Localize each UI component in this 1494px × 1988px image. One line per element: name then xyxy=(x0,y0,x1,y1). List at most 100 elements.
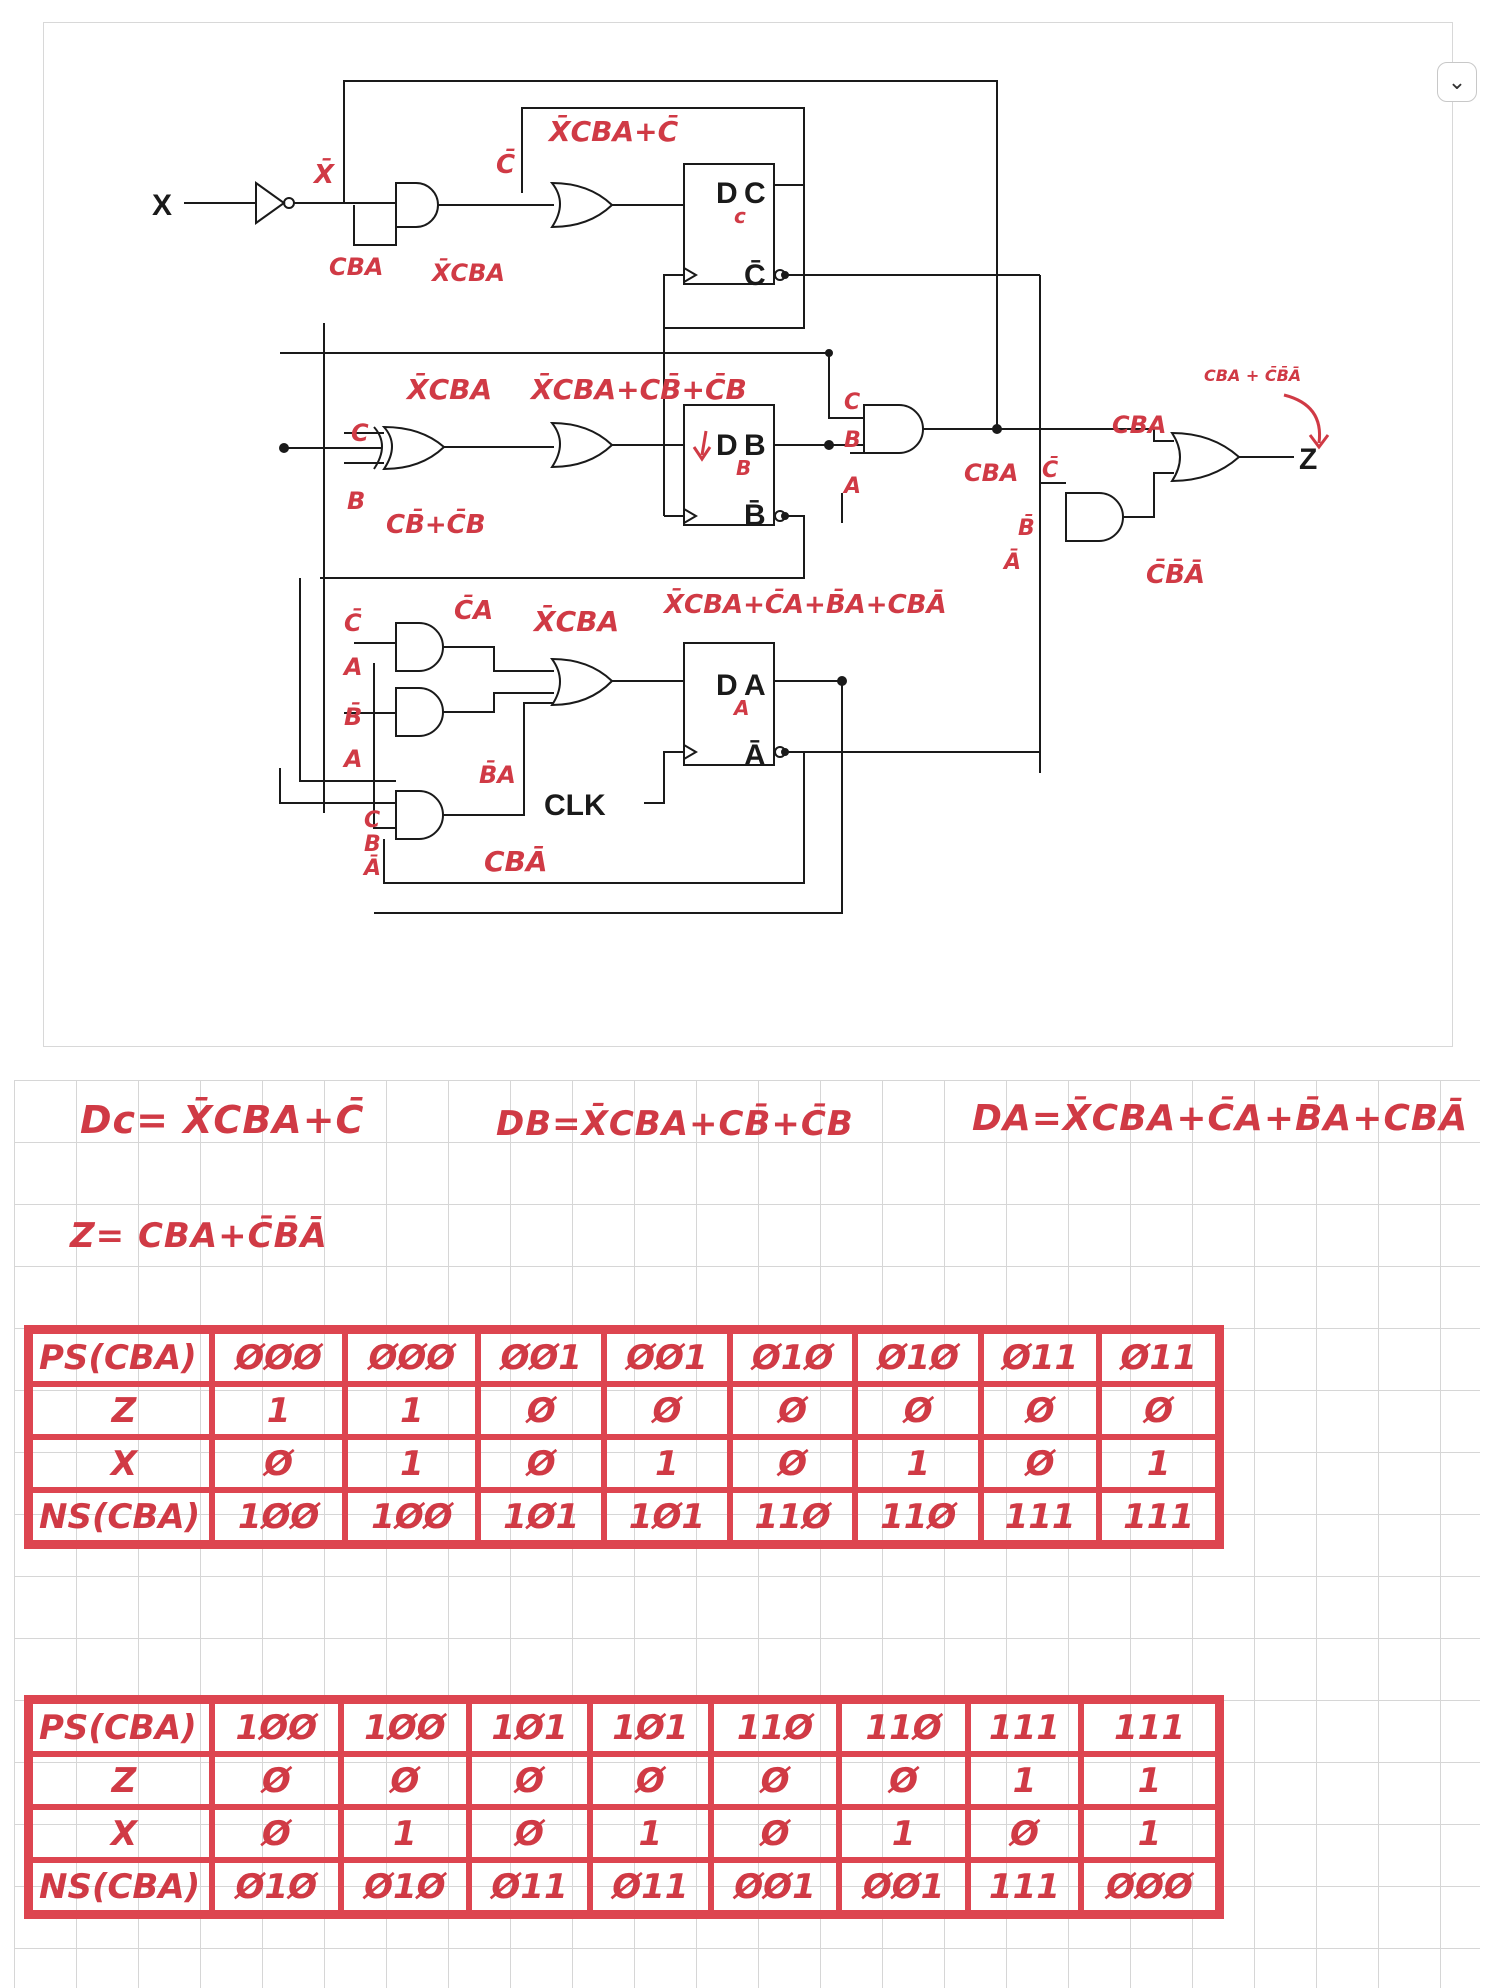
table-cell: 1 xyxy=(586,1804,714,1863)
wire xyxy=(299,578,396,782)
table-cell: ØØ1 xyxy=(836,1857,971,1918)
and-z2-in1: C̄ xyxy=(1042,457,1058,483)
table-cell: Ø11 xyxy=(466,1857,593,1918)
row-header-cell: X xyxy=(25,1434,215,1493)
table-cell: Ø xyxy=(208,1434,349,1493)
circuit-diagram: X D C C̄ D B B̄ D A Ā CLK Z c B A X̄ CBA… xyxy=(152,80,1330,914)
table-cell: Ø1Ø xyxy=(852,1326,985,1387)
table-cell: Ø xyxy=(852,1381,985,1440)
chevron-down-icon: ⌄ xyxy=(1447,69,1467,94)
table-cell: Ø xyxy=(978,1434,1103,1493)
junction xyxy=(825,349,833,357)
arrow-annotation xyxy=(1283,393,1322,444)
ffc-d-sub: c xyxy=(734,204,746,228)
arrow-annotation xyxy=(700,430,708,456)
clock-triangle xyxy=(683,267,698,283)
table-cell: 11Ø xyxy=(707,1696,843,1757)
low-xcba-label: X̄CBA xyxy=(532,604,619,638)
not-out-label: X̄ xyxy=(312,157,336,190)
junction xyxy=(279,443,289,453)
and1-in-label: CBA xyxy=(329,253,383,281)
and-ca-in1: C̄ xyxy=(344,607,362,637)
table-cell: ØØ1 xyxy=(601,1326,733,1387)
table-cell: Ø xyxy=(209,1804,344,1863)
table-cell: Ø1Ø xyxy=(209,1857,344,1918)
table-cell: Ø1Ø xyxy=(726,1326,859,1387)
table-cell: Ø xyxy=(726,1434,859,1493)
table-cell: Ø xyxy=(978,1381,1103,1440)
ffb-d-label: D xyxy=(716,429,738,462)
output-z-label: Z xyxy=(1299,443,1317,476)
wire xyxy=(644,751,684,804)
xor-out-label: CB̄+C̄B xyxy=(386,507,486,540)
table-cell: 111 xyxy=(964,1696,1084,1757)
table-cell: ØØØ xyxy=(1077,1857,1223,1918)
table-cell: Ø xyxy=(1096,1381,1223,1440)
table-cell: Ø xyxy=(836,1751,971,1810)
table-cell: Ø xyxy=(726,1381,859,1440)
dropdown-toggle[interactable]: ⌄ xyxy=(1437,62,1477,102)
wire xyxy=(343,80,998,425)
and-gate-z1 xyxy=(863,404,924,454)
wire xyxy=(1123,472,1174,518)
ffc-qbar-label: C̄ xyxy=(744,259,766,292)
ffa-d-sub: A xyxy=(732,696,749,720)
table-cell: 1 xyxy=(1077,1804,1223,1863)
xor-in-b: B xyxy=(347,487,365,515)
not-gate xyxy=(255,181,286,225)
ffc-q-label: C xyxy=(744,177,766,210)
table-cell: Ø11 xyxy=(586,1857,714,1918)
and-gate-ca xyxy=(395,622,444,672)
input-x-label: X xyxy=(152,189,172,222)
flip-flop-a xyxy=(683,642,775,766)
and-gate-1 xyxy=(395,182,439,228)
table-cell: 1Ø1 xyxy=(466,1696,593,1757)
xor-arc xyxy=(373,426,383,470)
row-header-cell: Z xyxy=(25,1751,215,1810)
table-cell: 1Ø1 xyxy=(601,1487,733,1548)
wire xyxy=(320,515,805,579)
arrow-head xyxy=(1308,434,1330,450)
and-gate-cba xyxy=(395,790,444,840)
table-cell: Ø xyxy=(475,1381,608,1440)
xor-in-c: C xyxy=(351,419,369,447)
or-gate-3 xyxy=(550,657,614,707)
table-cell: 1 xyxy=(337,1804,473,1863)
table-cell: 1 xyxy=(208,1381,349,1440)
ffa-d-label: D xyxy=(716,669,738,702)
equation-z: Z= CBA+C̄B̄Ā xyxy=(70,1216,328,1256)
table-cell: 1 xyxy=(342,1434,482,1493)
table-cell: ØØ1 xyxy=(475,1326,608,1387)
and-z2-out: C̄B̄Ā xyxy=(1146,557,1205,590)
table-cell: 111 xyxy=(964,1857,1084,1918)
table-cell: 11Ø xyxy=(726,1487,859,1548)
ffb-qbar-label: B̄ xyxy=(744,499,766,532)
wire xyxy=(521,107,805,223)
clk-label: CLK xyxy=(544,789,606,822)
table-cell: 1 xyxy=(964,1751,1084,1810)
table-cell: 111 xyxy=(1096,1487,1223,1548)
row-header-cell: Z xyxy=(25,1381,215,1440)
table-cell: ØØ1 xyxy=(707,1857,843,1918)
flip-flop-c xyxy=(683,163,775,285)
table-cell: ØØØ xyxy=(342,1326,482,1387)
table-cell: Ø xyxy=(475,1434,608,1493)
wire xyxy=(374,681,843,914)
or3-out-label: X̄CBA+C̄A+B̄A+CBĀ xyxy=(662,587,947,620)
row-header-cell: X xyxy=(25,1804,215,1863)
ffb-q-label: B xyxy=(744,429,766,462)
or2-out-label: X̄CBA+CB̄+C̄B xyxy=(529,372,747,406)
ffa-q-label: A xyxy=(744,669,766,702)
and-cba-in1: C xyxy=(364,808,380,833)
flip-flop-b xyxy=(683,404,775,526)
and-z2-in3: Ā xyxy=(1002,549,1021,575)
table-cell: Ø xyxy=(337,1751,473,1810)
and-ba-in1: B̄ xyxy=(344,701,362,731)
and1-out-label: X̄CBA xyxy=(430,257,505,287)
